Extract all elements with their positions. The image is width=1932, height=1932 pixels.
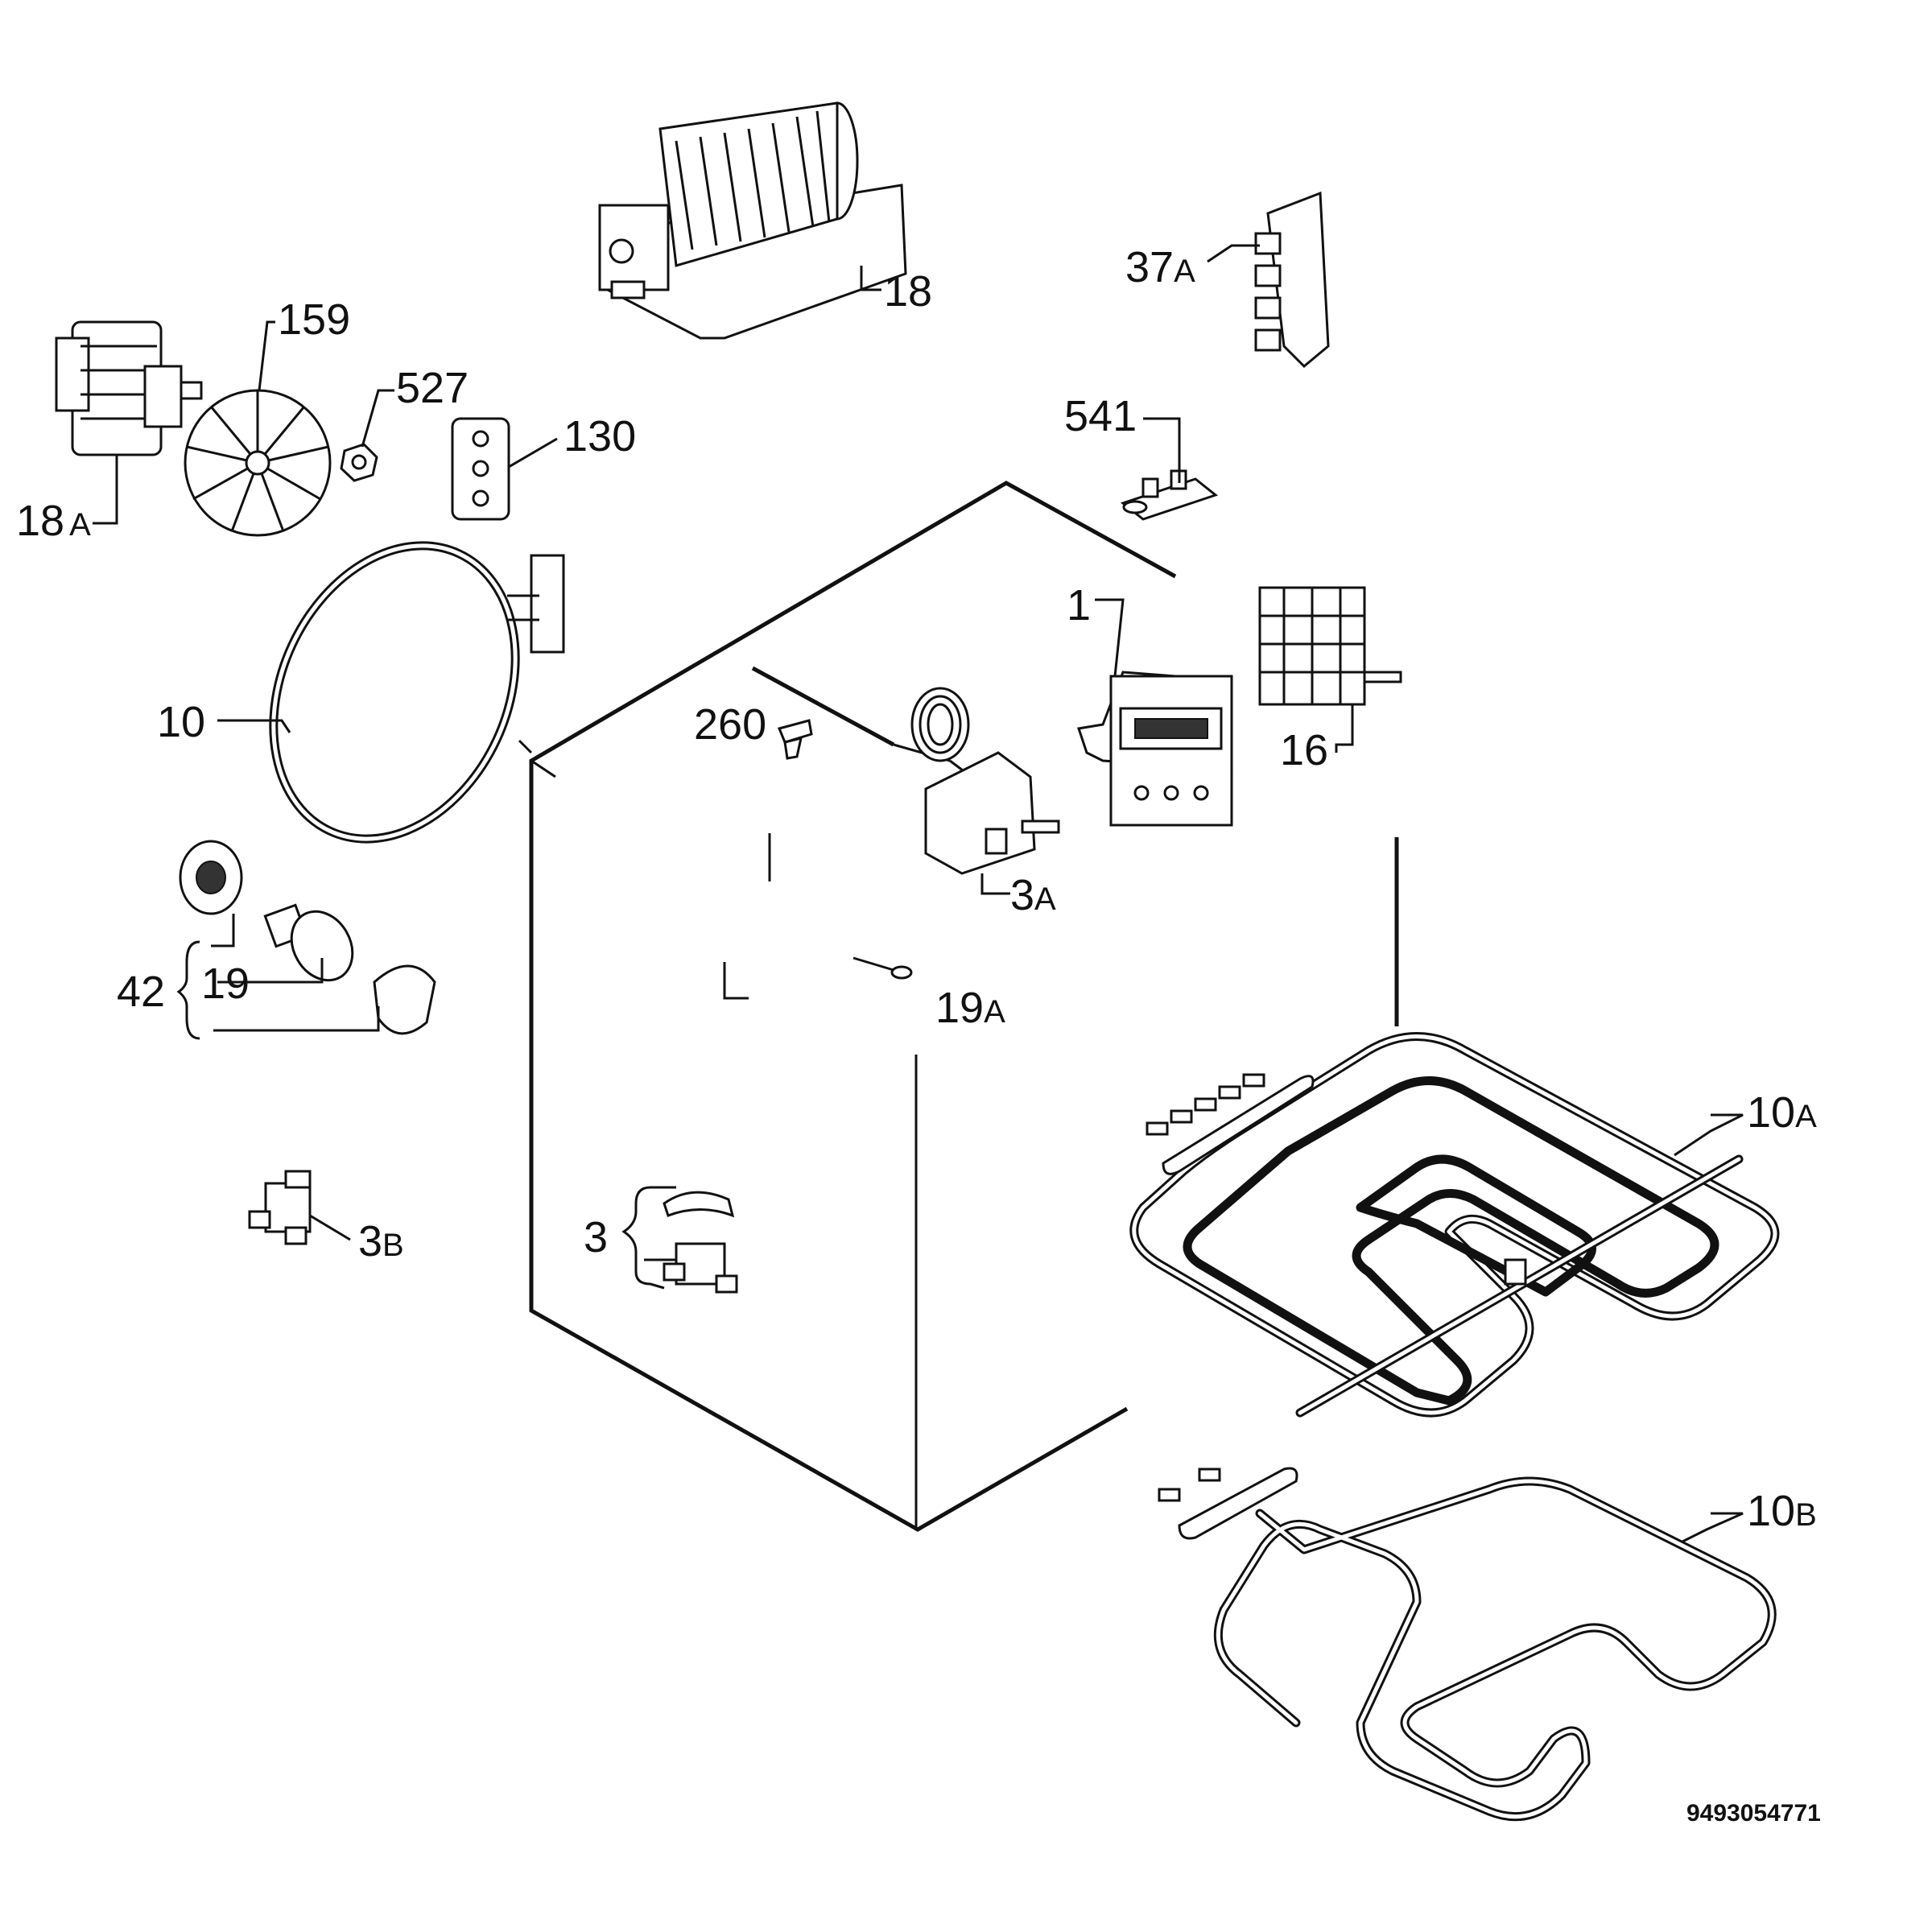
terminal-block [1254,191,1330,369]
circular-heating-element [269,541,565,844]
label-527: 527 [396,364,469,412]
connector-clip [1120,469,1219,521]
leader-lines [93,244,1744,1543]
label-3: 3 [584,1213,608,1261]
label-3A: 3A [1010,871,1056,919]
label-3B: 3B [358,1217,404,1265]
label-19: 19 [201,960,250,1008]
probe-clip [777,719,813,760]
label-42: 42 [117,968,165,1016]
thermal-cutout [248,1170,312,1245]
label-10: 10 [157,698,205,746]
temperature-sensor [852,956,913,980]
tangential-fan [598,101,907,340]
bottom-heating-element [1158,1467,1777,1822]
label-16: 16 [1280,726,1328,774]
fan-nut [340,443,378,482]
selector-switch [1258,586,1402,706]
gasket [451,417,510,521]
fan-blade [184,389,332,537]
label-130: 130 [564,412,636,460]
electronic-timer [1077,671,1233,827]
label-10A: 10A [1747,1088,1817,1137]
label-19A: 19A [935,984,1005,1032]
label-18: 18 [884,267,932,316]
oven-lamp-assembly [179,840,436,1035]
label-10B: 10B [1747,1487,1817,1535]
fan-motor [55,320,203,456]
label-541: 541 [1064,392,1137,440]
mounting-clips [663,1191,738,1294]
label-1: 1 [1067,581,1091,630]
label-159: 159 [278,295,350,344]
thermostat [751,666,1060,875]
oven-cavity-outline [529,481,1399,1532]
label-260: 260 [694,700,766,749]
top-grill-element [1129,1032,1780,1418]
label-37A: 37A [1125,243,1195,291]
drawing-code: 9493054771 [1686,1800,1821,1827]
